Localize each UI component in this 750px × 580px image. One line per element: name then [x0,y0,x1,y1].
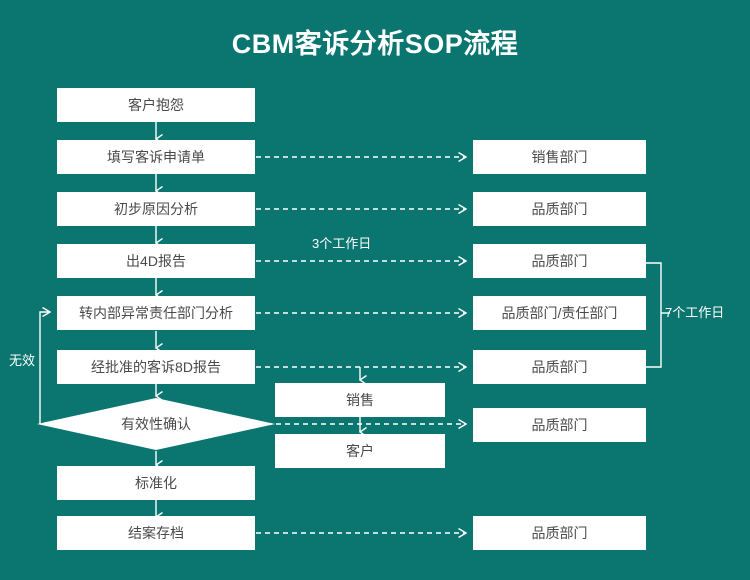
node-step-1[interactable]: 客户抱怨 [57,88,255,122]
node-owner-7-label: 品质部门 [531,525,588,541]
node-step-6-label: 经批准的客诉8D报告 [91,359,221,375]
node-step-3-label: 初步原因分析 [114,201,198,217]
page-title: CBM客诉分析SOP流程 [231,29,519,59]
node-owner-5-label: 品质部门 [531,359,588,375]
node-owner-5[interactable]: 品质部门 [473,350,646,384]
node-step-2-label: 填写客诉申请单 [107,149,205,165]
node-step-3[interactable]: 初步原因分析 [57,192,255,226]
node-step-8[interactable]: 标准化 [57,466,255,500]
bracket-seven-days [646,262,662,368]
node-owner-2[interactable]: 品质部门 [473,192,646,226]
node-owner-3[interactable]: 品质部门 [473,244,646,278]
node-owner-3-label: 品质部门 [531,253,588,269]
node-step-5[interactable]: 转内部异常责任部门分析 [57,296,255,330]
edge-label-seven-days: 7个工作日 [665,305,725,320]
node-step-4-label: 出4D报告 [126,253,186,269]
node-step-2[interactable]: 填写客诉申请单 [57,140,255,174]
node-owner-7[interactable]: 品质部门 [473,516,646,550]
node-owner-1-label: 销售部门 [531,149,588,165]
node-recipient-2[interactable]: 客户 [275,434,445,468]
node-step-1-label: 客户抱怨 [128,97,184,113]
node-owner-4-label: 品质部门/责任部门 [501,305,618,321]
node-step-6[interactable]: 经批准的客诉8D报告 [57,350,255,384]
node-step-4[interactable]: 出4D报告 [57,244,255,278]
diamond-shape [37,398,275,450]
edge-label-invalid: 无效 [9,353,36,368]
node-step-5-label: 转内部异常责任部门分析 [79,305,233,321]
node-owner-6[interactable]: 品质部门 [473,408,646,442]
node-step-7[interactable]: 有效性确认 [37,398,275,450]
node-step-9-label: 结案存档 [128,525,184,541]
node-recipient-1[interactable]: 销售 [275,383,445,417]
node-owner-1[interactable]: 销售部门 [473,140,646,174]
node-recipient-2-label: 客户 [346,443,374,459]
edge-label-three-days: 3个工作日 [312,236,372,251]
node-step-9[interactable]: 结案存档 [57,516,255,550]
node-owner-4[interactable]: 品质部门/责任部门 [473,296,646,330]
node-step-7-label: 有效性确认 [121,416,191,432]
node-recipient-1-label: 销售 [346,392,374,408]
node-owner-2-label: 品质部门 [531,201,588,217]
node-owner-6-label: 品质部门 [531,417,588,433]
node-step-8-label: 标准化 [135,475,177,491]
